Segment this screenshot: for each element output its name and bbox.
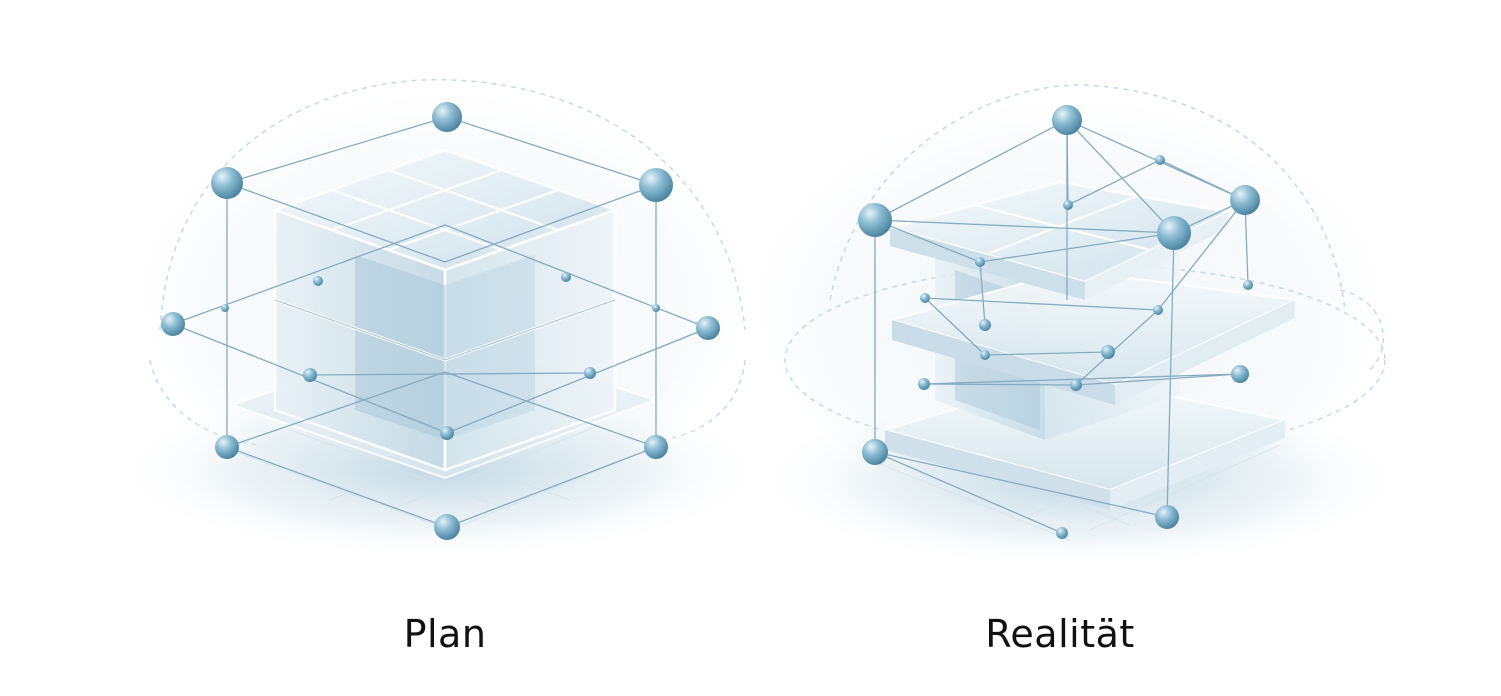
node-icon (1155, 155, 1165, 165)
node-icon (432, 102, 462, 132)
plan-wireframe (172, 116, 709, 528)
node-icon (920, 293, 930, 303)
plan-floor-divider-shade (274, 299, 616, 361)
node-icon (221, 304, 229, 312)
reality-label: Realität (985, 612, 1135, 656)
plan-core-right (445, 255, 535, 440)
node-icon (858, 203, 892, 237)
reality-structure (750, 84, 1410, 570)
node-icon (434, 514, 460, 540)
reality-bottom-slab-side (1110, 420, 1285, 510)
node-icon (1157, 216, 1191, 250)
node-icon (1243, 280, 1253, 290)
node-icon (303, 368, 317, 382)
node-icon (918, 378, 930, 390)
node-icon (1052, 105, 1082, 135)
node-icon (561, 272, 571, 282)
node-icon (313, 276, 323, 286)
node-icon (644, 435, 668, 459)
node-icon (1153, 305, 1163, 315)
node-icon (1056, 527, 1068, 539)
node-icon (1070, 379, 1082, 391)
reality-bottom-slab-edge (885, 430, 1110, 510)
plan-label: Plan (403, 612, 487, 656)
node-icon (1231, 365, 1249, 383)
plan-structure (110, 79, 770, 560)
plan-top-grid (331, 169, 559, 251)
reality-top-grid (974, 194, 1151, 254)
reality-nodes (858, 105, 1260, 539)
node-icon (1230, 185, 1260, 215)
reality-dashed-arc-right (1339, 289, 1385, 371)
node-icon (975, 257, 985, 267)
reality-top-slab-side (1085, 212, 1228, 300)
reality-wireframe (874, 119, 1249, 534)
plan-core-left (355, 255, 445, 440)
node-icon (862, 439, 888, 465)
node-icon (1101, 345, 1115, 359)
node-icon (979, 319, 991, 331)
reality-middle-slab-edge (892, 320, 1115, 405)
node-icon (440, 426, 454, 440)
node-icon (1063, 200, 1073, 210)
node-icon (1155, 505, 1179, 529)
node-icon (584, 367, 596, 379)
plan-nodes (161, 102, 720, 540)
node-icon (161, 312, 185, 336)
node-icon (639, 168, 673, 202)
node-icon (696, 316, 720, 340)
node-icon (215, 435, 239, 459)
reality-dashed-arc (829, 84, 1346, 311)
node-icon (211, 167, 243, 199)
node-icon (652, 304, 660, 312)
node-icon (980, 350, 990, 360)
